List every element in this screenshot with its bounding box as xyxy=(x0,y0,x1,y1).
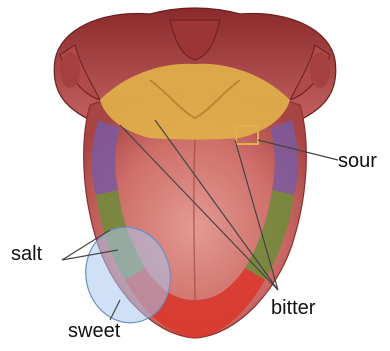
salt-label: salt xyxy=(11,244,42,264)
sweet-label: sweet xyxy=(68,321,120,341)
bitter-label: bitter xyxy=(271,298,315,318)
sour-label: sour xyxy=(338,151,377,171)
left-tonsil xyxy=(60,52,80,88)
right-tonsil xyxy=(310,52,330,88)
